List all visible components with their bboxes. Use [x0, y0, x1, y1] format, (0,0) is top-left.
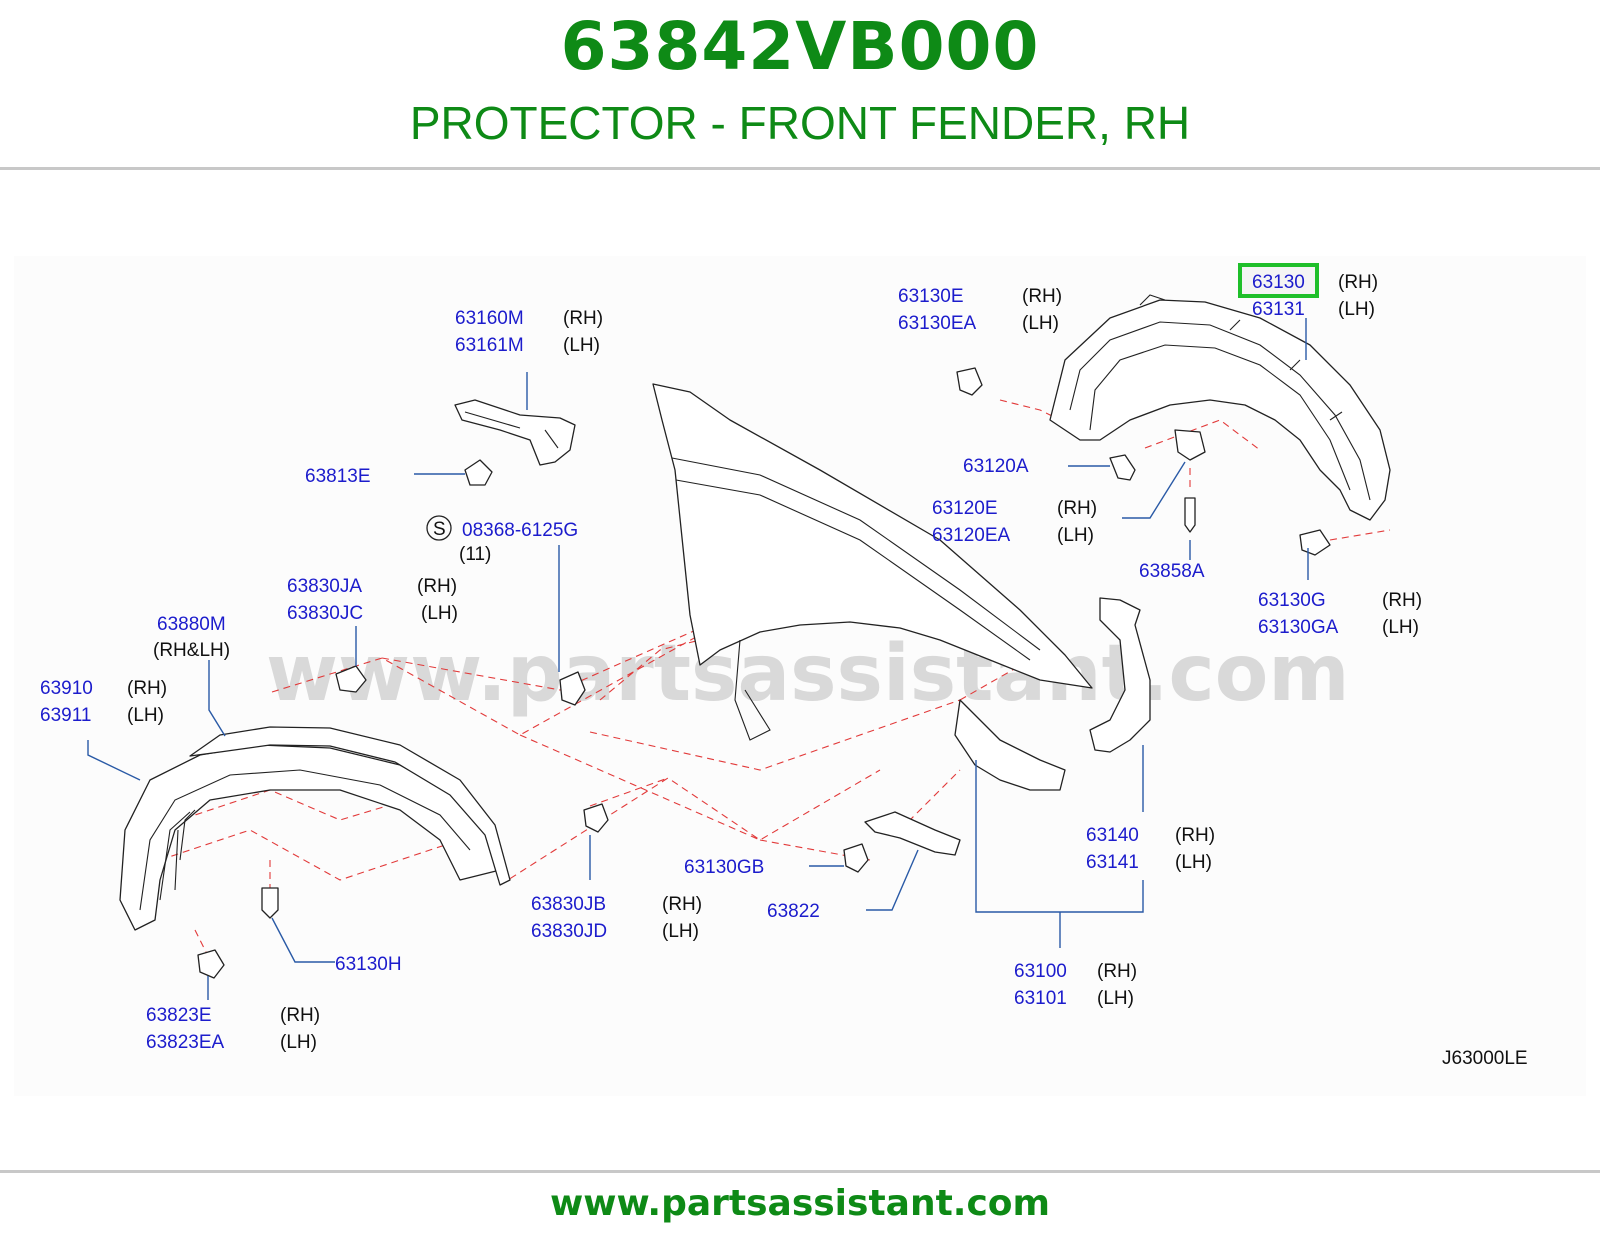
callout-63130EA-side: (LH): [1022, 313, 1059, 334]
callout-63880M[interactable]: 63880M: [157, 614, 226, 635]
callout-63120E[interactable]: 63120E: [932, 498, 998, 519]
callout-63130H[interactable]: 63130H: [335, 954, 402, 975]
callout-63101[interactable]: 63101: [1014, 988, 1067, 1009]
callout-63130EA[interactable]: 63130EA: [898, 313, 977, 334]
bracket-63822: [864, 811, 961, 856]
callout-63830JA-side: (RH): [417, 576, 457, 597]
header-divider: [0, 167, 1600, 170]
watermark-text: www.partsassistant.com: [266, 629, 1350, 719]
callout-63880M-side: (RH&LH): [153, 640, 230, 661]
callout-63130G-side: (RH): [1382, 590, 1422, 611]
callout-63100[interactable]: 63100: [1014, 961, 1067, 982]
callout-63858A[interactable]: 63858A: [1139, 561, 1205, 582]
callout-63130GB[interactable]: 63130GB: [684, 857, 764, 878]
callout-63131-side: (LH): [1338, 299, 1375, 320]
standard-part-symbol: [426, 515, 452, 541]
callout-63100-side: (RH): [1097, 961, 1137, 982]
callout-63910-side: (RH): [127, 678, 167, 699]
callout-63160M-side: (RH): [563, 308, 603, 329]
callout-63141[interactable]: 63141: [1086, 852, 1139, 873]
callout-63823E[interactable]: 63823E: [146, 1005, 212, 1026]
callout-63823E-side: (RH): [280, 1005, 320, 1026]
callout-63130[interactable]: 63130: [1252, 272, 1305, 293]
callout-63161M-side: (LH): [563, 335, 600, 356]
callout-63130G[interactable]: 63130G: [1258, 590, 1326, 611]
callout-63140[interactable]: 63140: [1086, 825, 1139, 846]
callout-63823EA-side: (LH): [280, 1032, 317, 1053]
callout-08368-6125G-qty: (11): [459, 544, 491, 565]
upper-bracket: [454, 399, 576, 466]
fasteners: [197, 367, 1331, 979]
front-fender: [652, 383, 1093, 791]
callout-63822[interactable]: 63822: [767, 901, 820, 922]
callout-63911-side: (LH): [127, 705, 164, 726]
callout-63830JA[interactable]: 63830JA: [287, 576, 362, 597]
callout-63120A[interactable]: 63120A: [963, 456, 1029, 477]
callout-63910[interactable]: 63910: [40, 678, 93, 699]
callout-63830JB-side: (RH): [662, 894, 702, 915]
callout-08368-6125G[interactable]: 08368-6125G: [462, 520, 578, 541]
callout-63140-side: (RH): [1175, 825, 1215, 846]
callout-63911[interactable]: 63911: [40, 705, 91, 726]
callout-63130-side: (RH): [1338, 272, 1378, 293]
callout-63830JC[interactable]: 63830JC: [287, 603, 363, 624]
callout-63130GA[interactable]: 63130GA: [1258, 617, 1339, 638]
part-number-title: 63842VB000: [560, 8, 1040, 85]
standard-part-symbol-letter: S: [433, 519, 446, 540]
diagram-code: J63000LE: [1442, 1048, 1528, 1069]
fender-protector: [1049, 294, 1391, 521]
part-description: PROTECTOR - FRONT FENDER, RH: [409, 97, 1191, 149]
callout-63141-side: (LH): [1175, 852, 1212, 873]
wheel-arch-moulding: [189, 726, 511, 886]
callout-63830JD-side: (LH): [662, 921, 699, 942]
highlight-box-63130: [1238, 263, 1319, 298]
callout-63830JD[interactable]: 63830JD: [531, 921, 607, 942]
callout-63120EA[interactable]: 63120EA: [932, 525, 1011, 546]
callout-63830JC-side: (LH): [421, 603, 458, 624]
callout-63131[interactable]: 63131: [1252, 299, 1305, 320]
callout-63830JB[interactable]: 63830JB: [531, 894, 606, 915]
callout-63160M[interactable]: 63160M: [455, 308, 524, 329]
fender-side-bracket: [1089, 597, 1151, 753]
footer-site-link[interactable]: www.partsassistant.com: [549, 1183, 1051, 1224]
callout-63101-side: (LH): [1097, 988, 1134, 1009]
callout-63823EA[interactable]: 63823EA: [146, 1032, 225, 1053]
callout-63130E[interactable]: 63130E: [898, 286, 964, 307]
callout-63120E-side: (RH): [1057, 498, 1097, 519]
footer-divider: [0, 1170, 1600, 1173]
callout-63813E[interactable]: 63813E: [305, 466, 371, 487]
callout-63130GA-side: (LH): [1382, 617, 1419, 638]
callout-63120EA-side: (LH): [1057, 525, 1094, 546]
leader-lines: [87, 318, 1309, 1000]
callout-labels: 63130 (RH) 63131 (LH) 63130E (RH) 63130E…: [40, 272, 1528, 1069]
callout-63130E-side: (RH): [1022, 286, 1062, 307]
callout-63161M[interactable]: 63161M: [455, 335, 524, 356]
